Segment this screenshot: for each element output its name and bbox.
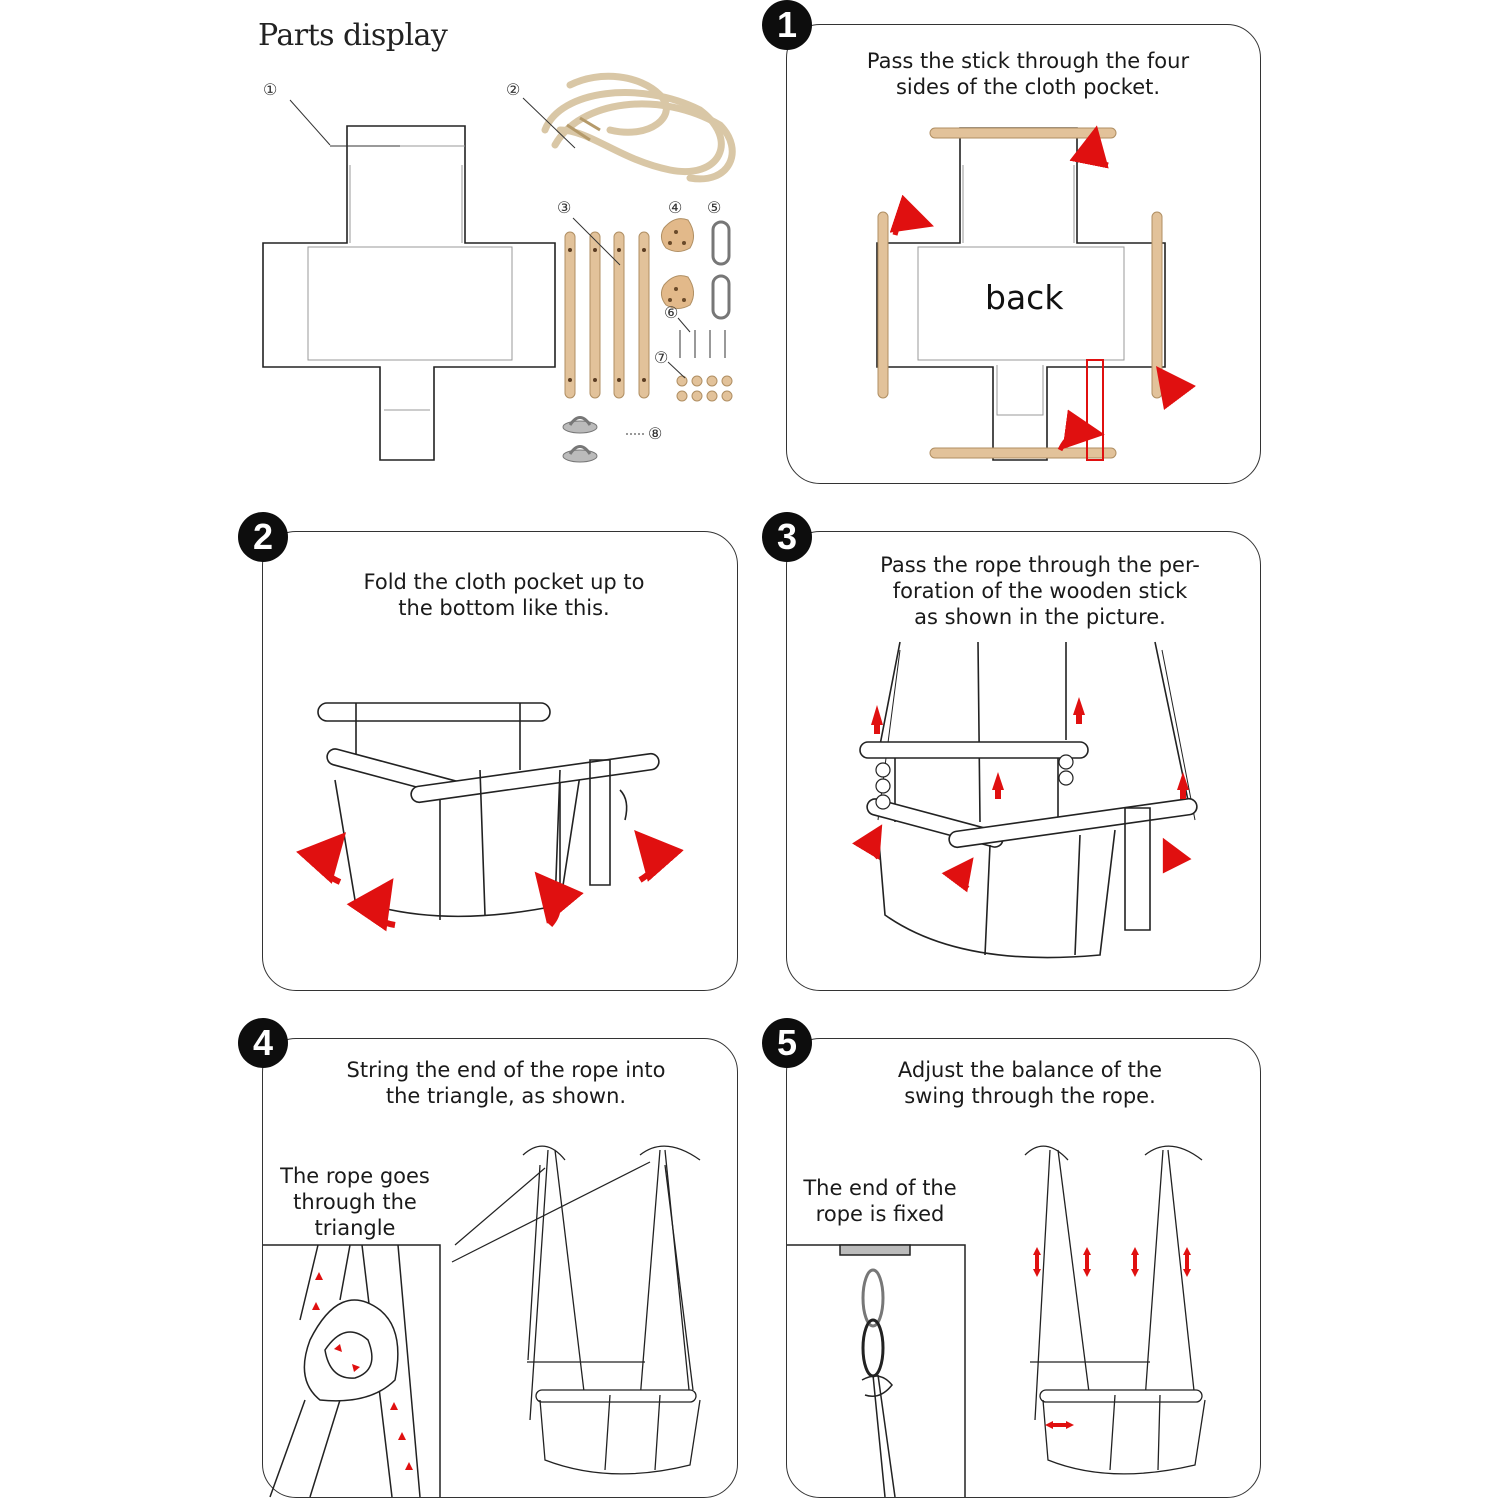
step-5-swing bbox=[1024, 1145, 1206, 1475]
part-marker-4: ④ bbox=[668, 198, 683, 217]
step-2-diagram bbox=[317, 702, 660, 920]
step-5-inset-frame bbox=[787, 1244, 966, 1497]
step-1-badge: 1 bbox=[762, 0, 812, 50]
wooden-sticks-part bbox=[564, 231, 650, 399]
step-2-arrows bbox=[296, 829, 684, 932]
part-marker-1: ① bbox=[263, 80, 278, 99]
step-1-caption: Pass the stick through the four sides of… bbox=[866, 49, 1190, 99]
rope-part bbox=[541, 72, 736, 183]
step-5-arrows bbox=[1033, 1247, 1191, 1429]
step-3-badge: 3 bbox=[762, 512, 812, 562]
carabiners-part bbox=[711, 220, 731, 320]
step-4-inset-arrows bbox=[312, 1272, 413, 1470]
parts-display-title: Parts display bbox=[258, 18, 448, 53]
step-3-beads bbox=[875, 754, 1074, 810]
part-marker-5: ⑤ bbox=[707, 198, 722, 217]
step-1-diagram bbox=[876, 127, 1166, 461]
part-marker-8: ⑧ bbox=[648, 424, 663, 443]
step-4-inset-diagram bbox=[269, 1244, 421, 1498]
part-marker-7: ⑦ bbox=[654, 348, 669, 367]
leader-line-1 bbox=[289, 99, 331, 146]
part-marker-6: ⑥ bbox=[664, 303, 679, 322]
step-4-swing bbox=[522, 1145, 701, 1475]
step-5-panel bbox=[786, 1038, 1261, 1498]
part-marker-3: ③ bbox=[557, 198, 572, 217]
step-3-panel bbox=[786, 531, 1261, 991]
screws-part bbox=[679, 330, 726, 358]
step-1-highlight bbox=[1086, 359, 1104, 461]
step-5-inset-label: The end of the rope is fixed bbox=[803, 1176, 957, 1226]
step-4-badge: 4 bbox=[238, 1018, 288, 1068]
step-3-diagram bbox=[859, 641, 1198, 959]
step-1-arrows bbox=[889, 125, 1197, 452]
step-3-caption: Pass the rope through the per- foration … bbox=[880, 553, 1200, 629]
step-2-badge: 2 bbox=[238, 512, 288, 562]
step-4-caption: String the end of the rope into the tria… bbox=[346, 1058, 666, 1108]
back-label: back bbox=[985, 278, 1064, 317]
part-marker-2: ② bbox=[506, 80, 521, 99]
ceiling-hooks-part bbox=[562, 416, 598, 463]
step-3-arrows bbox=[871, 697, 1189, 799]
step-4-inset-frame bbox=[263, 1244, 441, 1497]
step-5-inset-diagram bbox=[839, 1244, 911, 1498]
beads-part bbox=[676, 375, 733, 402]
step-5-caption: Adjust the balance of the swing through … bbox=[897, 1058, 1163, 1108]
step-2-caption: Fold the cloth pocket up to the bottom l… bbox=[363, 570, 645, 620]
step-5-badge: 5 bbox=[762, 1018, 812, 1068]
step-4-inset-label: The rope goes through the triangle bbox=[280, 1164, 430, 1240]
step-1-sticks bbox=[877, 127, 1163, 459]
